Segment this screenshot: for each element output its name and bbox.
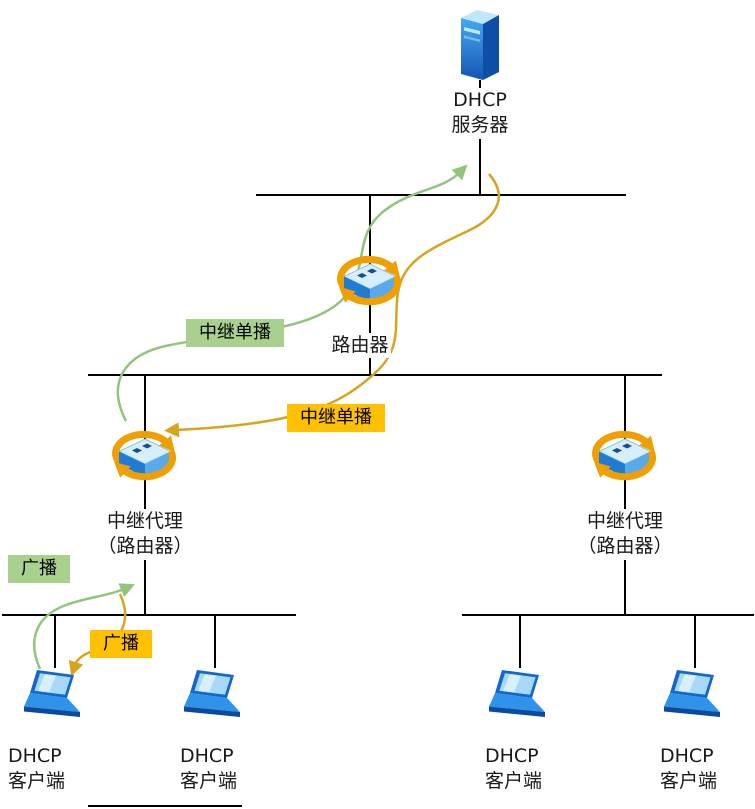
- dhcp-client-1-icon: [22, 668, 88, 722]
- dhcp-client-2-icon: [182, 668, 248, 722]
- relay-agent-left-label: 中继代理 （路由器）: [85, 509, 205, 560]
- network-segments: [2, 80, 754, 807]
- router-icon: [328, 245, 412, 317]
- badge-broadcast-green: 广播: [8, 555, 70, 583]
- arrow-relay-unicast-to-server: [116, 164, 468, 422]
- dhcp-client-3-icon: [487, 668, 553, 722]
- dhcp-client-1-label: DHCP 客户端: [8, 745, 66, 793]
- relay-agent-left-icon: [103, 420, 187, 492]
- relay-agent-right-label: 中继代理 （路由器）: [565, 509, 685, 560]
- router-label: 路由器: [329, 333, 391, 359]
- dhcp-client-4-icon: [662, 668, 728, 722]
- dhcp-client-2-label: DHCP 客户端: [180, 745, 238, 793]
- relay-agent-right-icon: [583, 420, 667, 492]
- dhcp-server-label: DHCP 服务器: [428, 88, 532, 139]
- dhcp-client-3-label: DHCP 客户端: [485, 745, 543, 793]
- badge-broadcast-orange: 广播: [90, 630, 152, 658]
- arrow-broadcast-to-relay: [32, 583, 135, 670]
- badge-relay-unicast-orange: 中继单播: [287, 404, 385, 432]
- dhcp-client-4-label: DHCP 客户端: [660, 745, 718, 793]
- badge-relay-unicast-green: 中继单播: [186, 319, 284, 347]
- dhcp-server-icon: [454, 6, 504, 82]
